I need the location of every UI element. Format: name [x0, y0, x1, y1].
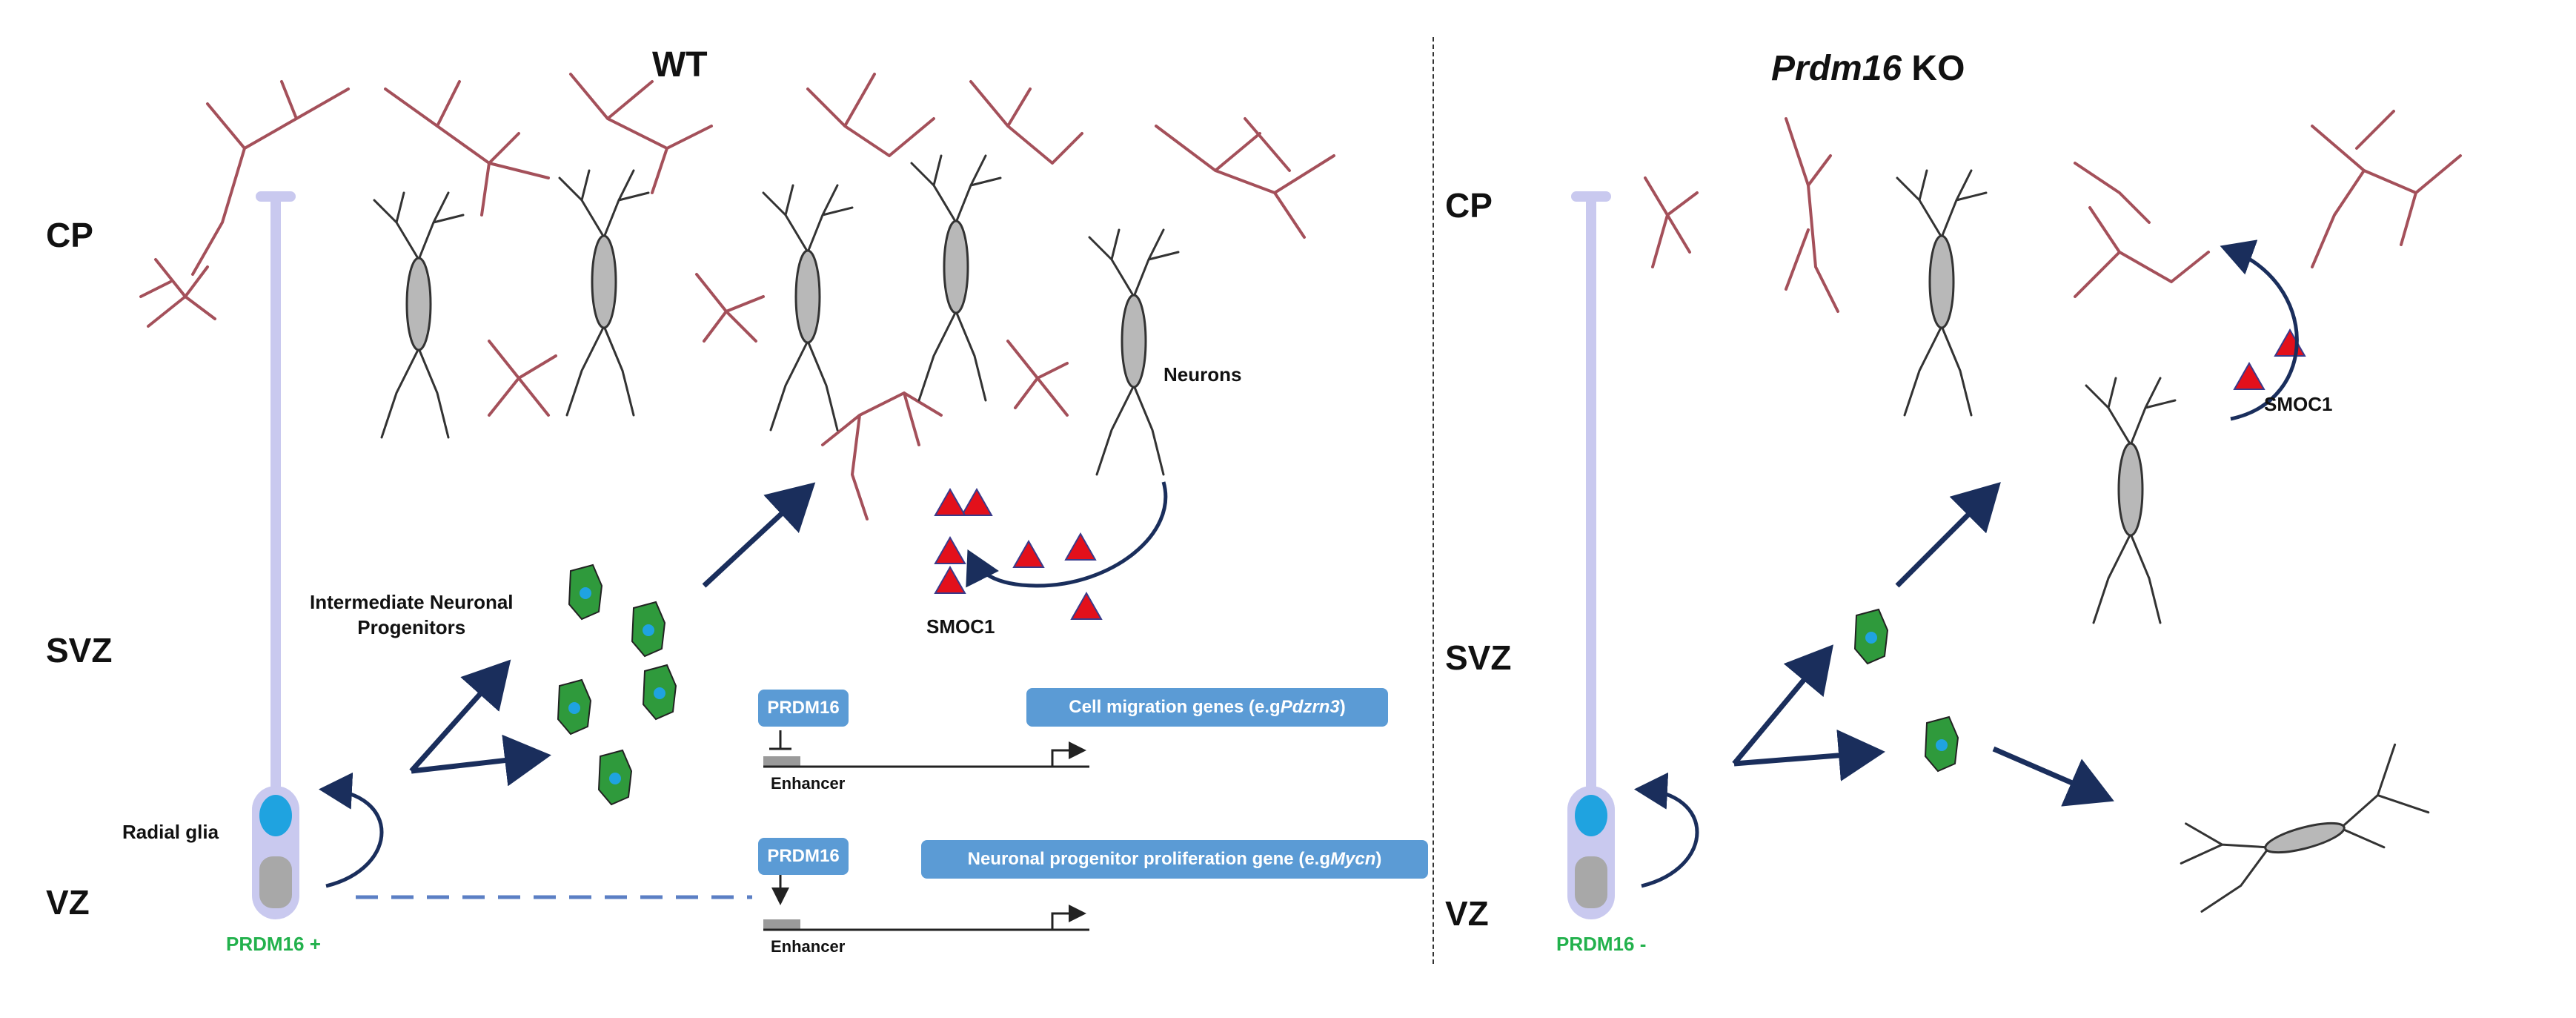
wt-zone-svz: SVZ: [46, 631, 113, 670]
reg1-prdm16-box: PRDM16: [758, 690, 849, 727]
ko-neurons: [1896, 169, 2430, 913]
reg2-target-gene: Mycn: [1330, 849, 1376, 869]
reg1-target-suffix: ): [1339, 697, 1346, 717]
ko-title-gene: Prdm16: [1771, 49, 1902, 88]
reg1-target-box: Cell migration genes (e.g Pdzrn3): [1026, 688, 1388, 727]
ko-smoc1-arrow: [2220, 239, 2299, 421]
reg1-target-prefix: Cell migration genes (e.g: [1069, 697, 1281, 717]
wt-progenitors-label-line2: Progenitors: [357, 616, 466, 638]
wt-prdm16-status: PRDM16 +: [226, 933, 321, 955]
ko-fibers: [1644, 110, 2462, 313]
ko-prdm16-status: PRDM16 -: [1556, 933, 1647, 955]
reg2-prdm16-box: PRDM16: [758, 838, 849, 875]
ko-selfrenew-arrow: [1634, 772, 1699, 888]
wt-progenitors: [557, 563, 677, 806]
wt-radial-glia: [252, 191, 299, 919]
wt-fibers: [139, 73, 1335, 520]
wt-radial-glia-label: Radial glia: [122, 821, 219, 843]
wt-progenitors-label-line1: Intermediate Neuronal: [310, 591, 514, 613]
ko-zone-svz: SVZ: [1445, 638, 1512, 677]
ko-title: Prdm16 KO: [1771, 48, 1965, 89]
wt-smoc1-triangles: [934, 487, 1103, 620]
wt-neurons: [373, 154, 1180, 476]
wt-title: WT: [652, 45, 708, 85]
ko-title-suffix: KO: [1902, 49, 1965, 88]
reg2-target-suffix: ): [1375, 849, 1382, 869]
wt-zone-cp: CP: [46, 216, 93, 254]
wt-smoc1-label: SMOC1: [926, 615, 995, 638]
reg2-enhancer-label: Enhancer: [771, 937, 846, 956]
wt-neurons-label: Neurons: [1163, 363, 1242, 386]
ko-progenitors: [1853, 608, 1959, 773]
ko-zone-cp: CP: [1445, 186, 1493, 225]
wt-selfrenew-arrow: [319, 772, 384, 888]
reg1-target-gene: Pdzrn3: [1280, 697, 1340, 717]
ko-smoc1-label: SMOC1: [2264, 393, 2333, 415]
wt-smoc1-arrow: [966, 481, 1168, 588]
reg1-schematic: [763, 730, 1089, 768]
wt-progenitor-arrows: [409, 482, 816, 787]
panel-divider: [1433, 37, 1434, 964]
reg2-target-prefix: Neuronal progenitor proliferation gene (…: [967, 849, 1330, 869]
ko-zone-vz: VZ: [1445, 894, 1489, 933]
wt-zone-vz: VZ: [46, 883, 90, 922]
reg1-enhancer-label: Enhancer: [771, 774, 846, 793]
reg2-target-box: Neuronal progenitor proliferation gene (…: [921, 840, 1428, 879]
ko-radial-glia: [1567, 191, 1615, 919]
ko-progenitor-arrows: [1732, 482, 2114, 807]
reg2-schematic: [763, 875, 1089, 931]
wt-progenitors-label: Intermediate Neuronal Progenitors: [310, 589, 514, 640]
